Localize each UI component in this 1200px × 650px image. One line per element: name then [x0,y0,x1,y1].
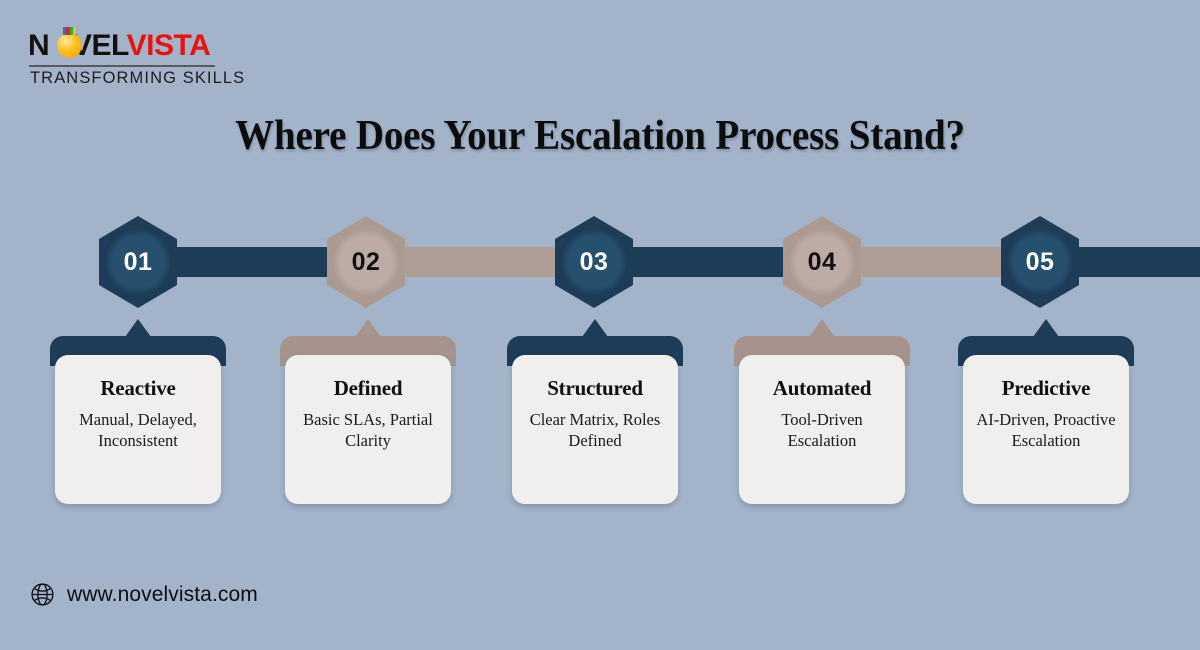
step-number-04: 04 [807,247,837,276]
hex-glow [105,229,171,295]
card-title-01: Reactive [100,376,176,400]
lightbulb-icon [57,33,82,58]
step-card-04[interactable]: Automated Tool-Driven Escalation [734,319,910,504]
step-card-03[interactable]: Structured Clear Matrix, Roles Defined [507,319,683,504]
connector-05-end [1062,247,1200,277]
page-title: Where Does Your Escalation Process Stand… [235,113,965,159]
hex-glow [561,229,627,295]
card-pointer-icon [582,319,608,337]
card-desc-02: Basic SLAs, Partial Clarity [303,410,433,450]
card-desc-04: Tool-Driven Escalation [781,410,863,450]
logo-wordmark: NOVELVISTA [28,28,211,64]
logo-text-n: N [28,29,50,62]
card-body: Reactive Manual, Delayed, Inconsistent [55,355,221,504]
footer: www.novelvista.com [30,582,258,607]
card-body: Defined Basic SLAs, Partial Clarity [285,355,451,504]
card-title-03: Structured [547,376,643,400]
logo-divider [29,65,215,67]
card-body: Structured Clear Matrix, Roles Defined [512,355,678,504]
card-body: Automated Tool-Driven Escalation [739,355,905,504]
hex-glow [333,229,399,295]
card-body: Predictive AI-Driven, Proactive Escalati… [963,355,1129,504]
card-desc-03: Clear Matrix, Roles Defined [529,410,661,450]
hex-glow [1007,229,1073,295]
connector-04-05 [844,247,1018,277]
step-marker-04[interactable]: 04 [783,216,861,308]
card-pointer-icon [809,319,835,337]
card-pointer-icon [355,319,381,337]
card-title-02: Defined [333,376,403,400]
step-card-02[interactable]: Defined Basic SLAs, Partial Clarity [280,319,456,504]
card-title-04: Automated [772,376,872,400]
step-number-03: 03 [579,247,609,276]
website-url[interactable]: www.novelvista.com [67,582,258,606]
step-marker-02[interactable]: 02 [327,216,405,308]
step-card-01[interactable]: Reactive Manual, Delayed, Inconsistent [50,319,226,504]
logo-tagline: TRANSFORMING SKILLS [30,69,246,87]
hex-glow [789,229,855,295]
card-desc-05: AI-Driven, Proactive Escalation [976,410,1116,450]
logo-text-vista: VISTA [126,29,211,62]
card-pointer-icon [125,319,151,337]
globe-icon [30,582,55,607]
card-title-05: Predictive [1001,376,1091,400]
lightbulb-cap-icon [63,27,76,35]
step-card-05[interactable]: Predictive AI-Driven, Proactive Escalati… [958,319,1134,504]
step-marker-01[interactable]: 01 [99,216,177,308]
step-marker-05[interactable]: 05 [1001,216,1079,308]
step-number-01: 01 [123,247,153,276]
step-number-05: 05 [1025,247,1055,276]
novelvista-logo: NOVELVISTA TRANSFORMING SKILLS [28,27,248,87]
card-desc-01: Manual, Delayed, Inconsistent [79,410,197,450]
card-pointer-icon [1033,319,1059,337]
step-marker-03[interactable]: 03 [555,216,633,308]
step-number-02: 02 [351,247,381,276]
